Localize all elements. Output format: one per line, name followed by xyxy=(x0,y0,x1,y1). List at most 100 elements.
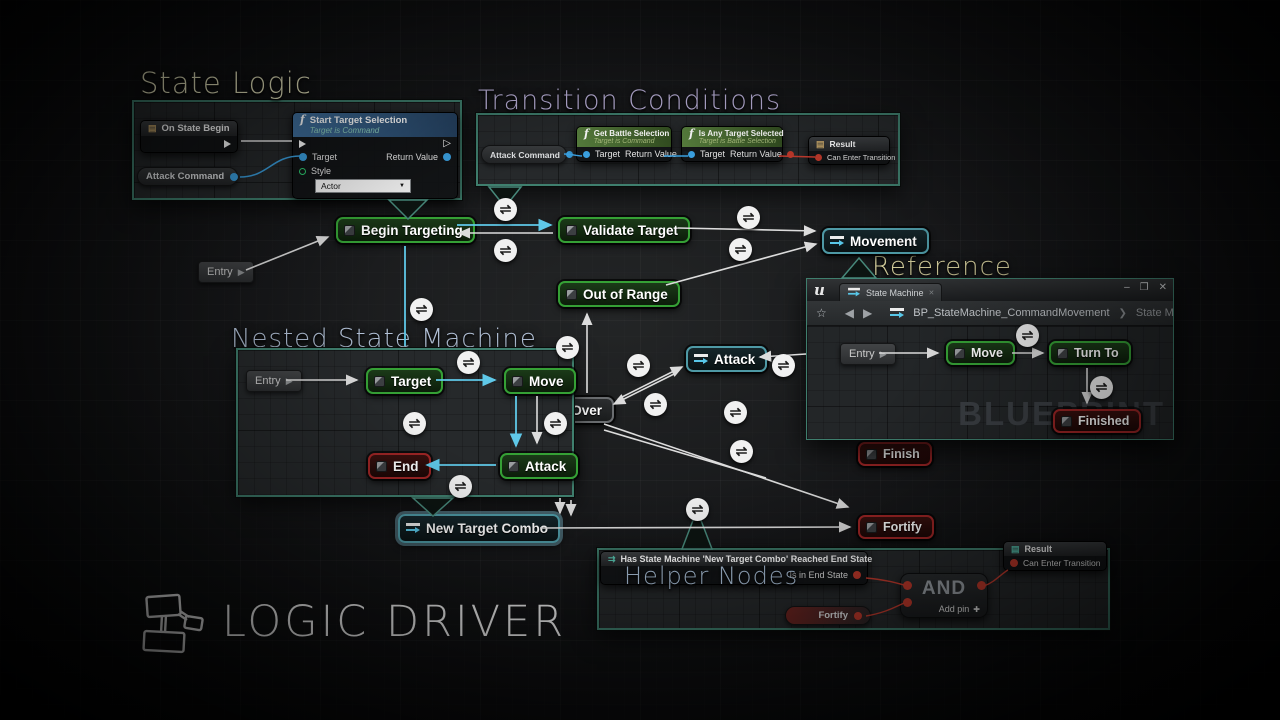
transition-icon[interactable]: ⇌ xyxy=(724,401,747,424)
transition-icon[interactable]: ⇌ xyxy=(556,336,579,359)
state-fortify[interactable]: Fortify xyxy=(858,515,934,539)
transition-icon[interactable]: ⇌ xyxy=(644,393,667,416)
play-icon: ▶ xyxy=(879,348,887,359)
target-out-pin[interactable] xyxy=(230,172,239,181)
can-enter-pin[interactable] xyxy=(815,154,822,161)
add-pin-button[interactable]: Add pin ✚ xyxy=(939,604,980,614)
logo-text: LOGIC DRIVER xyxy=(222,597,567,647)
transition-icon[interactable]: ⇌ xyxy=(544,412,567,435)
exec-in-pin[interactable] xyxy=(299,139,306,148)
back-icon[interactable]: ◀ xyxy=(844,306,854,320)
node-and[interactable]: AND Add pin ✚ xyxy=(900,573,988,618)
var-attack-command[interactable]: Attack Command xyxy=(137,167,239,186)
exec-out-pin[interactable]: ▷ xyxy=(443,138,451,149)
transition-icon[interactable]: ⇌ xyxy=(449,475,472,498)
state-label: Move xyxy=(529,373,564,389)
target-in-pin[interactable] xyxy=(583,150,590,158)
transition-icon[interactable]: ⇌ xyxy=(494,198,517,221)
style-dropdown[interactable]: Actor ▼ xyxy=(315,179,411,193)
state-begin-targeting[interactable]: Begin Targeting xyxy=(336,217,475,243)
reference-graph: BLUEPRINT Entry▶ Move Turn To Finished xyxy=(807,326,1173,439)
play-icon: ▶ xyxy=(285,375,293,386)
var-fortify[interactable]: Fortify xyxy=(785,606,871,625)
state-end-nested[interactable]: End xyxy=(368,453,431,479)
close-button[interactable]: ✕ xyxy=(1158,282,1167,293)
state-finished-reference[interactable]: Finished xyxy=(1053,409,1142,433)
transition-icon[interactable]: ⇌ xyxy=(410,298,433,321)
transition-icon[interactable]: ⇌ xyxy=(772,354,795,377)
breadcrumb-next[interactable]: State M xyxy=(1135,307,1174,319)
transition-icon[interactable]: ⇌ xyxy=(627,354,650,377)
state-finish[interactable]: Finish xyxy=(858,442,932,466)
node-title: Result xyxy=(1024,544,1053,554)
entry-node[interactable]: Entry▶ xyxy=(198,261,254,283)
state-movement[interactable]: Movement xyxy=(822,228,929,254)
state-move-reference[interactable]: Move xyxy=(946,341,1015,365)
var-attack-command-2[interactable]: Attack Command xyxy=(481,145,573,164)
reference-titlebar[interactable]: u State Machine ✕ – ❐ ✕ xyxy=(807,279,1173,301)
and-label: AND xyxy=(921,578,967,599)
pin-label: Can Enter Transition xyxy=(1023,558,1101,568)
plus-icon: ✚ xyxy=(973,604,980,614)
can-enter-pin[interactable] xyxy=(1010,559,1018,567)
and-in-pin-1[interactable] xyxy=(903,581,912,590)
function-icon: f xyxy=(584,127,589,140)
state-move-nested[interactable]: Move xyxy=(504,368,576,394)
target-in-pin[interactable] xyxy=(299,153,307,161)
node-start-target-selection[interactable]: f Start Target Selection Target is Comma… xyxy=(292,112,458,199)
target-in-pin[interactable] xyxy=(688,150,695,158)
exec-out-pin[interactable] xyxy=(224,140,231,148)
state-turn-to-reference[interactable]: Turn To xyxy=(1049,341,1131,365)
return-out-pin[interactable] xyxy=(443,153,451,161)
state-new-target-combo[interactable]: New Target Combo xyxy=(398,514,561,543)
state-machine-icon xyxy=(890,307,905,319)
state-label: Move xyxy=(971,346,1003,360)
fortify-out-pin[interactable] xyxy=(854,611,862,620)
transition-icon[interactable]: ⇌ xyxy=(403,412,426,435)
tab-close-icon[interactable]: ✕ xyxy=(928,289,935,297)
and-out-pin[interactable] xyxy=(977,581,986,590)
state-icon xyxy=(566,224,577,236)
node-is-any-target-selected[interactable]: f Is Any Target Selected Target is Battl… xyxy=(681,126,794,162)
return-out-pin[interactable] xyxy=(786,150,794,158)
play-icon: ▶ xyxy=(237,266,245,277)
entry-node-reference[interactable]: Entry▶ xyxy=(840,343,896,365)
chevron-down-icon: ▼ xyxy=(399,183,405,189)
function-icon: f xyxy=(689,127,694,140)
style-in-pin[interactable] xyxy=(299,167,306,175)
state-attack-nested[interactable]: Attack xyxy=(500,453,579,479)
favorite-star-icon[interactable]: ☆ xyxy=(816,306,827,320)
transition-icon[interactable]: ⇌ xyxy=(494,239,517,262)
target-out-pin[interactable] xyxy=(565,151,573,158)
var-label: Fortify xyxy=(818,610,848,621)
state-validate-target[interactable]: Validate Target xyxy=(558,217,691,243)
transition-icon[interactable]: ⇌ xyxy=(730,440,753,463)
transition-icon[interactable]: ⇌ xyxy=(686,498,709,521)
transition-icon[interactable]: ⇌ xyxy=(737,206,760,229)
state-machine-icon xyxy=(694,353,708,365)
transition-icon[interactable]: ⇌ xyxy=(1090,376,1113,399)
node-result[interactable]: ▤ Result Can Enter Transition xyxy=(808,136,895,165)
node-result-helper[interactable]: ▤ Result Can Enter Transition xyxy=(1003,541,1107,571)
and-in-pin-2[interactable] xyxy=(903,598,912,607)
transition-icon[interactable]: ⇌ xyxy=(729,238,752,261)
breadcrumb[interactable]: BP_StateMachine_CommandMovement xyxy=(913,307,1110,319)
state-attack[interactable]: Attack xyxy=(686,346,768,372)
node-get-battle-selection[interactable]: f Get Battle Selection Target is Command… xyxy=(576,126,689,162)
is-in-end-state-pin[interactable] xyxy=(853,571,861,579)
forward-icon[interactable]: ▶ xyxy=(863,306,873,320)
node-on-state-begin[interactable]: ▤ On State Begin xyxy=(140,120,238,153)
transition-icon[interactable]: ⇌ xyxy=(1016,324,1039,347)
state-icon xyxy=(954,347,965,359)
minimize-button[interactable]: – xyxy=(1124,282,1130,293)
state-out-of-range[interactable]: Out of Range xyxy=(558,281,680,307)
state-label: Target xyxy=(391,373,432,389)
state-label: New Target Combo xyxy=(426,521,549,536)
entry-node-nested[interactable]: Entry▶ xyxy=(246,370,302,392)
pin-label: Return Value xyxy=(730,149,782,159)
tab-state-machine[interactable]: State Machine ✕ xyxy=(839,283,943,301)
maximize-button[interactable]: ❐ xyxy=(1139,282,1149,293)
state-icon xyxy=(512,375,523,387)
transition-icon[interactable]: ⇌ xyxy=(457,351,480,374)
state-target-nested[interactable]: Target xyxy=(366,368,444,394)
